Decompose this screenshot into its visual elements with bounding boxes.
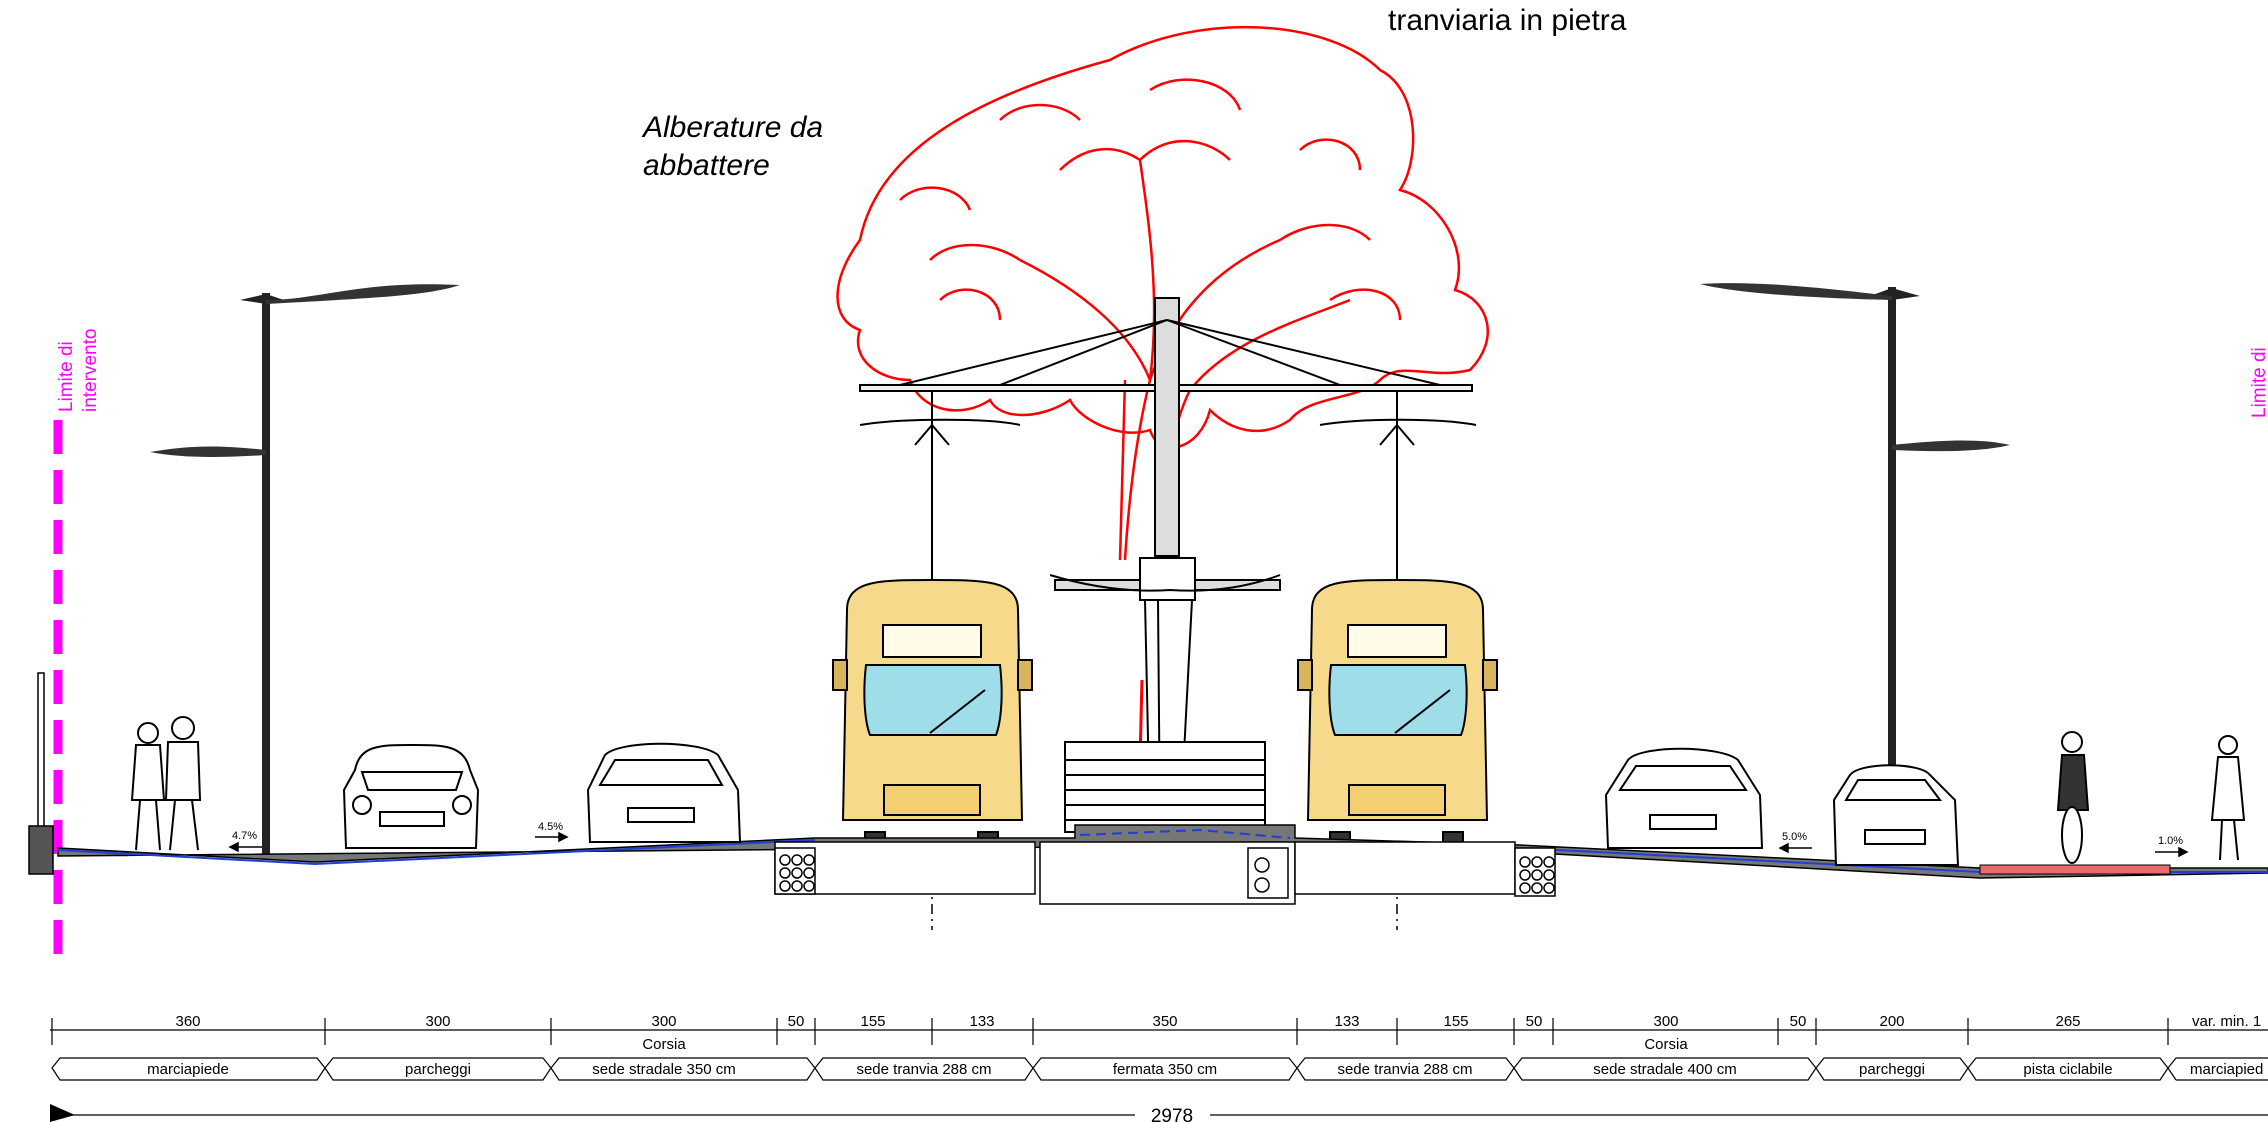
dim-label: 50	[1526, 1013, 1543, 1030]
dim-label: 50	[1790, 1013, 1807, 1030]
pedestrians-left	[130, 716, 202, 851]
boundary-post	[37, 672, 45, 829]
street-lamp-right	[1700, 283, 2010, 767]
pedestrian-right	[2210, 735, 2246, 861]
dim-label: 360	[175, 1013, 200, 1030]
car-rear-left	[586, 742, 742, 843]
slope-label: 4.7%	[232, 830, 257, 842]
limit-label-left-1: Limite di	[56, 341, 77, 412]
dim-label: 200	[1879, 1013, 1904, 1030]
trees-to-fell-label-1: Alberature da	[641, 111, 823, 144]
dim-label: 265	[2055, 1013, 2080, 1030]
slope-arrows	[228, 831, 2189, 858]
slope-label: 5.0%	[1782, 831, 1807, 843]
tram-stop-shelter	[1049, 557, 1281, 833]
zone-label: fermata 350 cm	[1113, 1061, 1217, 1078]
zone-label: sede stradale 350 cm	[592, 1061, 735, 1078]
dim-label: 50	[788, 1013, 805, 1030]
dim-label: 300	[425, 1013, 450, 1030]
car-rear-right-2	[1832, 764, 1960, 866]
overhead-catenary	[859, 297, 1477, 580]
dim-label: 133	[969, 1013, 994, 1030]
zone-label: pista ciclabile	[2023, 1061, 2112, 1078]
dim-label: 155	[1443, 1013, 1468, 1030]
corsia-label: Corsia	[1644, 1036, 1688, 1053]
top-note-label: tranviaria in pietra	[1388, 4, 1627, 37]
dim-label: 155	[860, 1013, 885, 1030]
dim-label: var. min. 1	[2192, 1013, 2261, 1030]
total-arrow	[50, 1104, 75, 1122]
dim-label: 350	[1152, 1013, 1177, 1030]
zone-label: sede tranvia 288 cm	[1337, 1061, 1472, 1078]
corsia-label: Corsia	[642, 1036, 686, 1053]
street-lamp-left	[150, 284, 460, 858]
slope-label: 1.0%	[2158, 835, 2183, 847]
zone-label: parcheggi	[1859, 1061, 1925, 1078]
bike-lane-surface	[1979, 864, 2171, 875]
zone-label: sede stradale 400 cm	[1593, 1061, 1736, 1078]
zone-label: sede tranvia 288 cm	[856, 1061, 991, 1078]
boundary-post-base	[28, 825, 54, 875]
car-rear-right-1	[1604, 747, 1764, 849]
zone-label: marciapiede	[147, 1061, 229, 1078]
total-width-label: 2978	[1151, 1106, 1193, 1122]
slope-label: 4.5%	[538, 821, 563, 833]
cyclist	[2056, 731, 2090, 864]
trees-to-fell-label-2: abbattere	[643, 149, 770, 182]
tram-left	[832, 579, 1033, 930]
dim-label: 300	[1653, 1013, 1678, 1030]
dimension-lines	[50, 1018, 2268, 1116]
zone-label: marciapied	[2190, 1061, 2263, 1078]
dim-label: 300	[651, 1013, 676, 1030]
dim-label: 133	[1334, 1013, 1359, 1030]
limit-label-right: Limite di	[2249, 347, 2268, 418]
limit-label-left-2: intervento	[80, 329, 101, 412]
car-mini-front	[342, 744, 480, 849]
track-foundations	[774, 841, 1556, 905]
zone-label: parcheggi	[405, 1061, 471, 1078]
